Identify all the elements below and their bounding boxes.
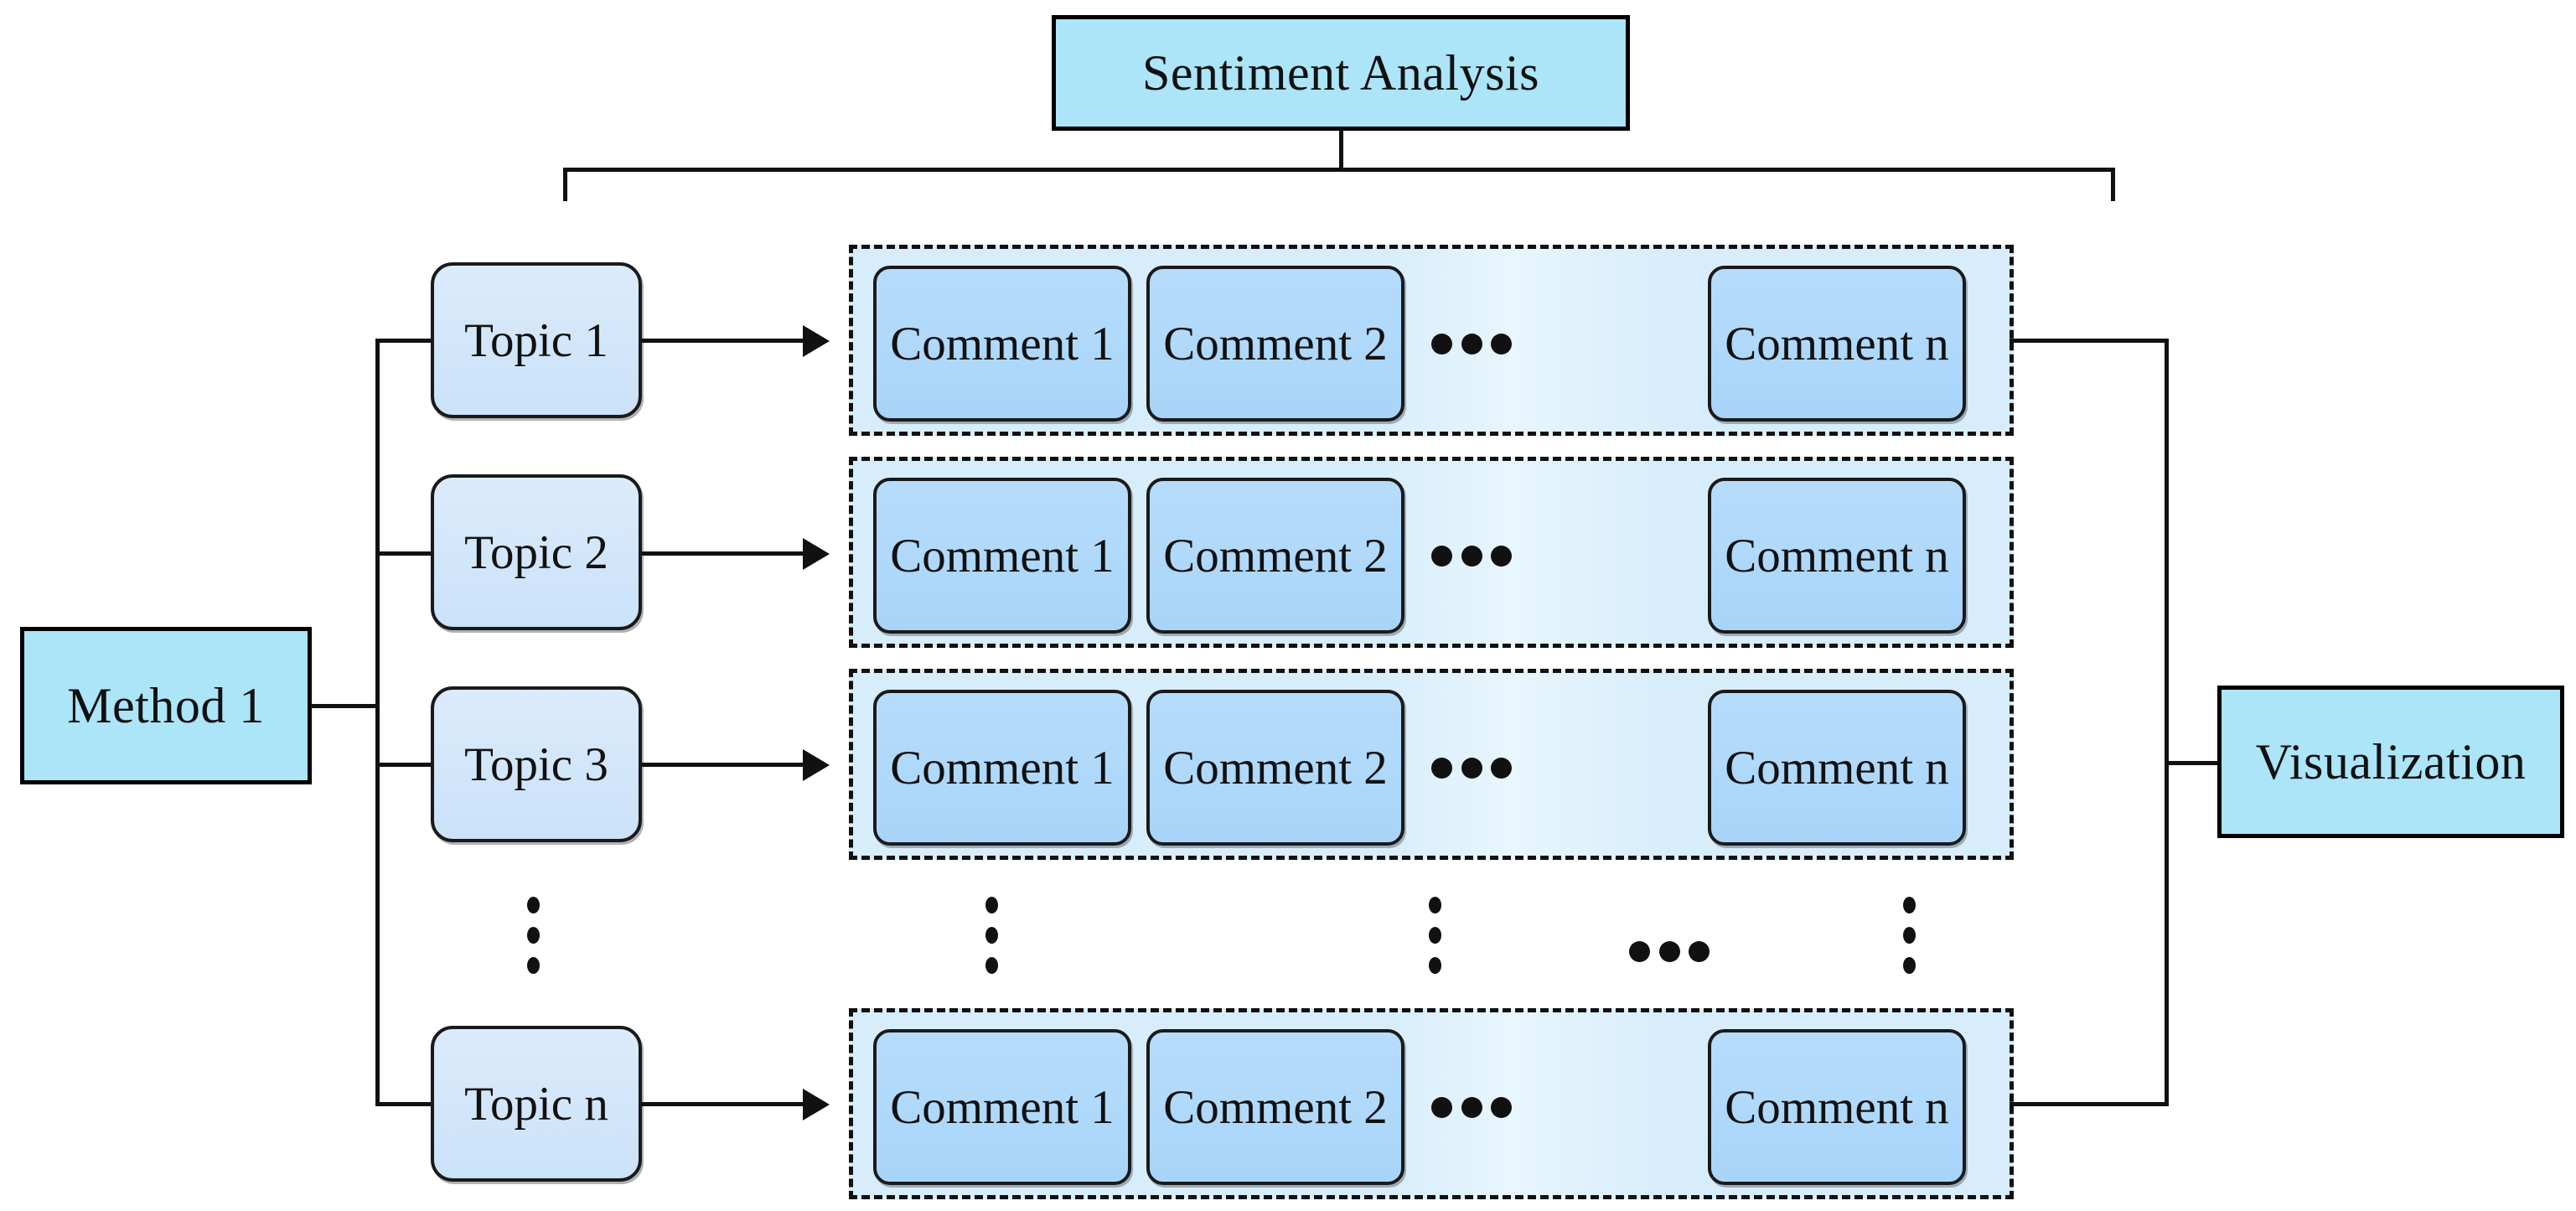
node-comment-rown-n[interactable]: Comment n (1708, 1029, 1966, 1185)
comment-group-row-1: Comment 1 Comment 2 Comment n (849, 245, 2014, 436)
horizontal-ellipsis-icon-row-n (1431, 1096, 1512, 1118)
node-comment-row2-1[interactable]: Comment 1 (873, 478, 1131, 634)
connector-rail-to-topic-1 (375, 339, 432, 343)
connector-left-rail (375, 340, 380, 1105)
node-comment-row2-n[interactable]: Comment n (1708, 478, 1966, 634)
arrow-topic-1-shaft (642, 339, 806, 343)
node-comment-rown-1-label: Comment 1 (890, 1080, 1115, 1134)
node-comment-row1-2[interactable]: Comment 2 (1146, 266, 1404, 422)
horizontal-ellipsis-icon-column-gap (1629, 940, 1710, 962)
node-topic-2-label: Topic 2 (464, 525, 608, 579)
node-comment-row1-n-label: Comment n (1725, 317, 1949, 370)
connector-rail-to-topic-n (375, 1102, 432, 1106)
node-topic-3-label: Topic 3 (464, 737, 608, 791)
node-comment-row2-2[interactable]: Comment 2 (1146, 478, 1404, 634)
comment-group-row-2: Comment 1 Comment 2 Comment n (849, 457, 2014, 648)
node-comment-row3-2-label: Comment 2 (1163, 741, 1388, 794)
node-method-1[interactable]: Method 1 (20, 627, 312, 784)
horizontal-ellipsis-icon-row-2 (1431, 545, 1512, 567)
connector-sentiment-bracket (563, 168, 2115, 172)
connector-right-rail (2165, 339, 2169, 1105)
connector-rail-to-topic-3 (375, 763, 432, 767)
arrow-topic-n-head (803, 1089, 830, 1120)
node-comment-row2-2-label: Comment 2 (1163, 529, 1388, 582)
arrow-topic-3-head (803, 749, 830, 781)
vertical-ellipsis-icon-topic-column (526, 897, 540, 974)
vertical-ellipsis-icon-comment-n-column (1902, 897, 1916, 974)
arrow-topic-2-shaft (642, 551, 806, 556)
arrow-topic-n-shaft (642, 1102, 806, 1106)
connector-row-1-to-right-rail (2010, 339, 2169, 343)
node-comment-row3-2[interactable]: Comment 2 (1146, 690, 1404, 846)
node-topic-1-label: Topic 1 (464, 313, 608, 367)
node-comment-rown-2[interactable]: Comment 2 (1146, 1029, 1404, 1185)
node-comment-row2-1-label: Comment 1 (890, 529, 1115, 582)
horizontal-ellipsis-icon-row-1 (1431, 333, 1512, 355)
node-topic-3[interactable]: Topic 3 (431, 686, 642, 842)
node-comment-row1-1-label: Comment 1 (890, 317, 1115, 370)
node-visualization[interactable]: Visualization (2217, 686, 2564, 838)
node-comment-row1-n[interactable]: Comment n (1708, 266, 1966, 422)
node-topic-2[interactable]: Topic 2 (431, 474, 642, 630)
node-comment-rown-n-label: Comment n (1725, 1080, 1949, 1134)
node-comment-row3-1-label: Comment 1 (890, 741, 1115, 794)
node-topic-n-label: Topic n (464, 1077, 608, 1131)
connector-sentiment-stem (1339, 131, 1343, 171)
node-comment-row1-1[interactable]: Comment 1 (873, 266, 1131, 422)
node-comment-row1-2-label: Comment 2 (1163, 317, 1388, 370)
vertical-ellipsis-icon-comment-2-column (1428, 897, 1441, 974)
node-comment-rown-1[interactable]: Comment 1 (873, 1029, 1131, 1185)
connector-rail-to-topic-2 (375, 551, 432, 556)
node-topic-1[interactable]: Topic 1 (431, 262, 642, 418)
connector-method-to-rail (310, 704, 379, 708)
arrow-topic-1-head (803, 325, 830, 357)
node-sentiment-analysis[interactable]: Sentiment Analysis (1052, 15, 1630, 131)
comment-group-row-n: Comment 1 Comment 2 Comment n (849, 1008, 2014, 1199)
arrow-topic-2-head (803, 538, 830, 570)
node-comment-row3-1[interactable]: Comment 1 (873, 690, 1131, 846)
node-comment-row2-n-label: Comment n (1725, 529, 1949, 582)
node-method-1-label: Method 1 (67, 678, 265, 733)
comment-group-row-3: Comment 1 Comment 2 Comment n (849, 669, 2014, 860)
horizontal-ellipsis-icon-row-3 (1431, 757, 1512, 779)
node-sentiment-analysis-label: Sentiment Analysis (1142, 45, 1539, 101)
arrow-topic-3-shaft (642, 763, 806, 767)
vertical-ellipsis-icon-comment-1-column (985, 897, 998, 974)
node-comment-rown-2-label: Comment 2 (1163, 1080, 1388, 1134)
node-visualization-label: Visualization (2255, 734, 2527, 789)
connector-row-n-to-right-rail (2010, 1102, 2169, 1106)
node-comment-row3-n[interactable]: Comment n (1708, 690, 1966, 846)
connector-sentiment-bracket-right-drop (2111, 168, 2115, 201)
node-topic-n[interactable]: Topic n (431, 1026, 642, 1182)
connector-right-rail-to-visualization (2165, 761, 2222, 765)
connector-sentiment-bracket-left-drop (563, 168, 567, 201)
node-comment-row3-n-label: Comment n (1725, 741, 1949, 794)
